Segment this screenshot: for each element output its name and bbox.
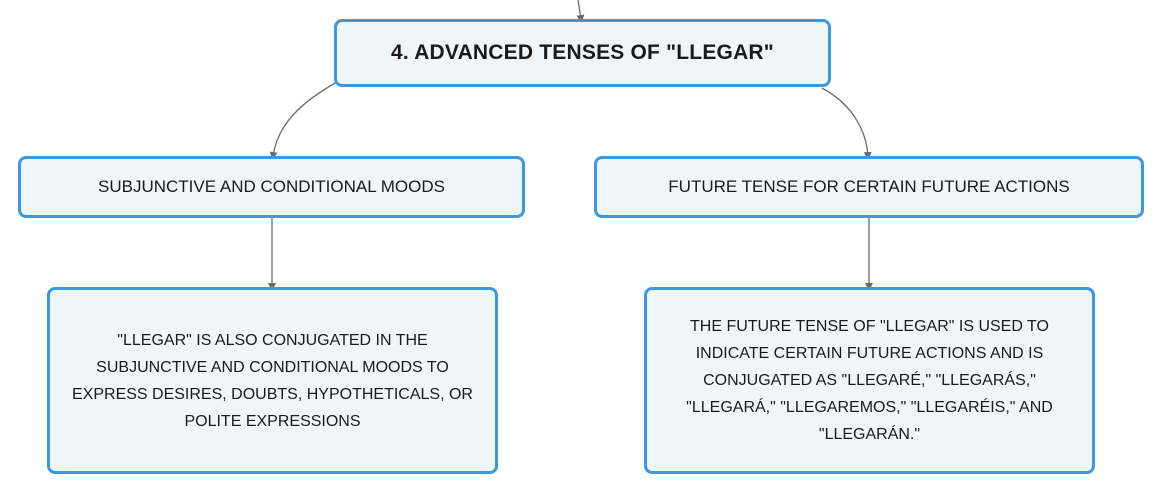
branch-node-future[interactable]: FUTURE TENSE FOR CERTAIN FUTURE ACTIONS [594, 156, 1144, 218]
detail-text-subjunctive: "LLEGAR" IS ALSO CONJUGATED IN THE SUBJU… [72, 331, 473, 430]
root-topic-label: 4. ADVANCED TENSES OF "LLEGAR" [391, 41, 774, 64]
branch-label-future: FUTURE TENSE FOR CERTAIN FUTURE ACTIONS [668, 177, 1070, 196]
branch-node-subjunctive[interactable]: SUBJUNCTIVE AND CONDITIONAL MOODS [18, 156, 525, 218]
connector-root-to-left-branch [269, 81, 338, 160]
detail-node-subjunctive[interactable]: "LLEGAR" IS ALSO CONJUGATED IN THE SUBJU… [47, 287, 498, 474]
branch-label-subjunctive: SUBJUNCTIVE AND CONDITIONAL MOODS [98, 177, 445, 196]
root-topic-node[interactable]: 4. ADVANCED TENSES OF "LLEGAR" [334, 19, 831, 87]
detail-node-future[interactable]: THE FUTURE TENSE OF "LLEGAR" IS USED TO … [644, 287, 1095, 474]
detail-text-future: THE FUTURE TENSE OF "LLEGAR" IS USED TO … [686, 318, 1053, 443]
connector-incoming-root [576, 0, 585, 23]
connector-root-to-right-branch [821, 87, 872, 160]
